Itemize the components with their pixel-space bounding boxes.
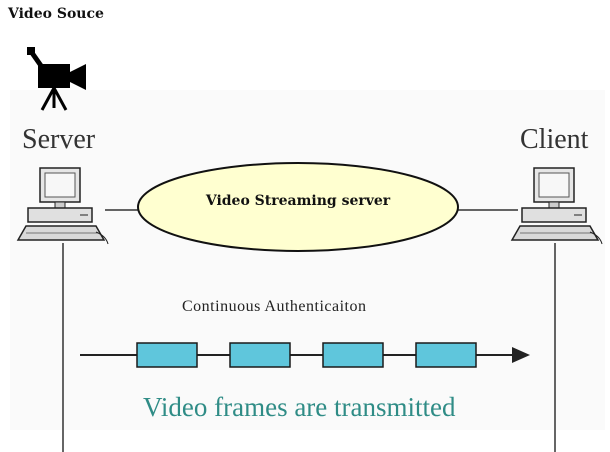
- video-frame-4: [415, 342, 477, 368]
- client-computer-icon: [510, 167, 603, 245]
- frames-caption: Video frames are transmitted: [143, 392, 456, 422]
- video-frame-1: [136, 342, 198, 368]
- client-label: Client: [520, 124, 589, 155]
- server-label: Server: [22, 124, 96, 155]
- video-frames: [136, 342, 477, 368]
- video-frame-2: [229, 342, 291, 368]
- streaming-server-cloud: [137, 162, 459, 252]
- server-computer-icon: [16, 167, 109, 245]
- video-camera-icon: [27, 47, 86, 111]
- background-panel: [10, 90, 605, 430]
- arrow-icon: [512, 347, 530, 363]
- authentication-label: Continuous Authenticaiton: [182, 298, 367, 315]
- streaming-server-label: Video Streaming server: [205, 193, 391, 209]
- video-source-label: Video Souce: [8, 6, 104, 22]
- video-frame-3: [322, 342, 384, 368]
